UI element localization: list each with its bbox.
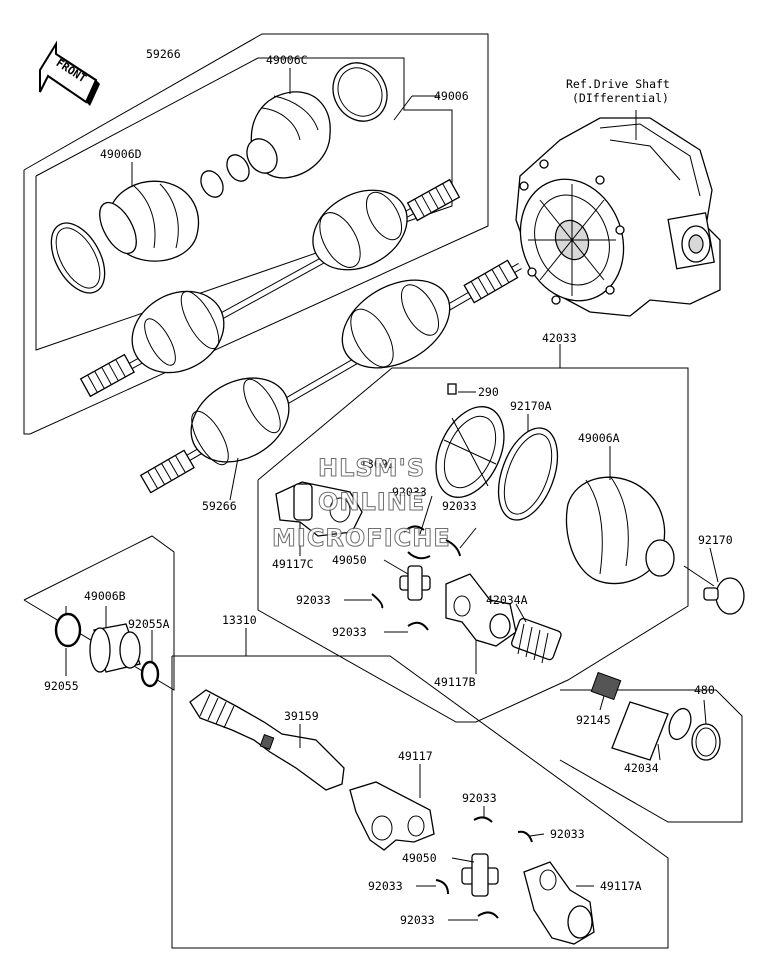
boot-49006A <box>565 475 675 585</box>
label-42034A[interactable]: 42034A <box>486 593 528 607</box>
circlip-lower-3 <box>435 879 449 895</box>
label-92033-c[interactable]: 92033 <box>296 593 331 607</box>
lower-axle-shaft <box>139 259 522 494</box>
oring-92055 <box>54 612 82 648</box>
label-92033-h[interactable]: 92033 <box>400 913 435 927</box>
label-290[interactable]: 290 <box>478 385 499 399</box>
clamp-band-49006 <box>332 62 388 122</box>
label-92033-d[interactable]: 92033 <box>332 625 367 639</box>
circlip-lower-2 <box>517 830 533 843</box>
label-49050-lower[interactable]: 49050 <box>402 851 437 865</box>
frame-front-prop-shaft <box>171 655 669 949</box>
spider-49050-lower <box>461 853 499 897</box>
label-92033-e[interactable]: 92033 <box>462 791 497 805</box>
label-49117[interactable]: 49117 <box>398 749 433 763</box>
label-92033-a[interactable]: 92033 <box>392 485 427 499</box>
watermark-line1: HLSM'S <box>318 454 425 482</box>
prop-shaft-13310 <box>189 689 345 791</box>
circlip-upper-2 <box>407 551 431 560</box>
boot-49006C <box>246 91 331 179</box>
boot-49006B <box>89 623 141 673</box>
clamp-band-large <box>50 222 106 294</box>
label-49006A[interactable]: 49006A <box>578 431 620 445</box>
boot-49006D <box>99 180 200 262</box>
spring-92145 <box>590 671 622 701</box>
yoke-49117A <box>523 861 595 945</box>
oring-92055A <box>140 660 160 688</box>
label-39159[interactable]: 39159 <box>284 709 319 723</box>
ref-drive-shaft-line2: (DIfferential) <box>572 91 669 105</box>
small-ring-pair <box>200 154 250 198</box>
spider-49050-upper <box>399 565 431 601</box>
label-92033-g[interactable]: 92033 <box>368 879 403 893</box>
label-49117A[interactable]: 49117A <box>600 879 642 893</box>
leader-lines <box>65 68 719 921</box>
label-49117B[interactable]: 49117B <box>434 675 476 689</box>
circlip-upper-3 <box>445 539 461 557</box>
sleeve-42034 <box>611 701 692 761</box>
label-92170A[interactable]: 92170A <box>510 399 552 413</box>
label-92170[interactable]: 92170 <box>698 533 733 547</box>
circlip-upper-4 <box>371 593 384 609</box>
label-49006[interactable]: 49006 <box>434 89 469 103</box>
clamp-92170 <box>703 577 745 615</box>
label-49050-upper[interactable]: 49050 <box>332 553 367 567</box>
yoke-49117B <box>445 573 517 647</box>
frame-upper-driveshaft <box>23 33 489 435</box>
label-59266-top[interactable]: 59266 <box>146 47 181 61</box>
label-92033-f[interactable]: 92033 <box>550 827 585 841</box>
label-59266-bottom[interactable]: 59266 <box>202 499 237 513</box>
watermark-line2: ONLINE <box>318 488 425 516</box>
clamp-92170A <box>497 427 559 521</box>
label-42034[interactable]: 42034 <box>624 761 659 775</box>
spline-42034A <box>511 617 562 664</box>
label-92055[interactable]: 92055 <box>44 679 79 693</box>
frame-inner-boot-kit <box>35 57 453 351</box>
label-92033-b[interactable]: 92033 <box>442 499 477 513</box>
label-49117C[interactable]: 49117C <box>272 557 314 571</box>
front-arrow-icon: FRONT <box>39 40 100 106</box>
yoke-49117C <box>275 481 363 537</box>
label-480[interactable]: 480 <box>694 683 715 697</box>
circlip-lower-1 <box>473 816 493 823</box>
frame-rear-shaft-kit <box>257 367 689 723</box>
watermark-line3: MICROFICHE <box>272 524 451 552</box>
label-49006B[interactable]: 49006B <box>84 589 126 603</box>
label-92055A[interactable]: 92055A <box>128 617 170 631</box>
frame-joint-spring <box>559 689 743 823</box>
yoke-49117 <box>349 781 435 851</box>
circlip-lower-4 <box>477 911 499 919</box>
circlip-480 <box>691 723 721 761</box>
label-13091[interactable]: 13091 <box>360 457 395 471</box>
label-42033[interactable]: 42033 <box>542 331 577 345</box>
watermark: HLSM'S ONLINE MICROFICHE <box>272 454 451 553</box>
upper-axle-shaft <box>79 178 461 398</box>
differential-housing <box>515 117 721 317</box>
circlip-upper-1 <box>403 525 425 533</box>
gear-hub-290 <box>435 383 505 498</box>
label-13310[interactable]: 13310 <box>222 613 257 627</box>
ref-drive-shaft-line1: Ref.Drive Shaft <box>566 77 670 91</box>
label-49006C[interactable]: 49006C <box>266 53 308 67</box>
label-49006D[interactable]: 49006D <box>100 147 142 161</box>
circlip-upper-5 <box>407 621 429 631</box>
label-92145[interactable]: 92145 <box>576 713 611 727</box>
